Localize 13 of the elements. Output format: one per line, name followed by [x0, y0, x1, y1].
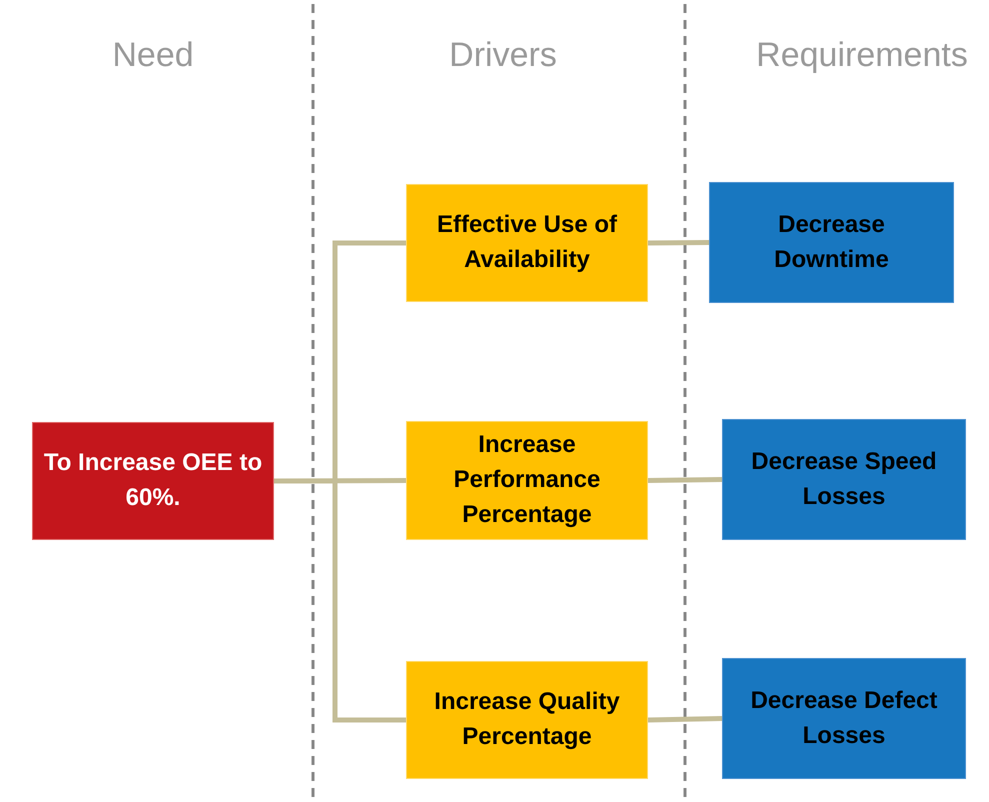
column-header: Need: [112, 36, 194, 75]
connector-line: [648, 240, 710, 246]
process-box: Increase Quality Percentage: [406, 661, 648, 779]
process-box: Decrease Speed Losses: [722, 419, 966, 540]
process-box: To Increase OEE to 60%.: [32, 422, 274, 540]
connector-line: [648, 716, 722, 722]
process-box: Decrease Defect Losses: [722, 658, 966, 779]
process-box: Decrease Downtime: [709, 182, 954, 303]
process-box: Effective Use of Availability: [406, 184, 648, 302]
connector-line: [648, 477, 722, 483]
column-header: Requirements: [756, 36, 968, 75]
process-box: Increase Performance Percentage: [406, 421, 648, 540]
column-header: Drivers: [449, 36, 557, 75]
